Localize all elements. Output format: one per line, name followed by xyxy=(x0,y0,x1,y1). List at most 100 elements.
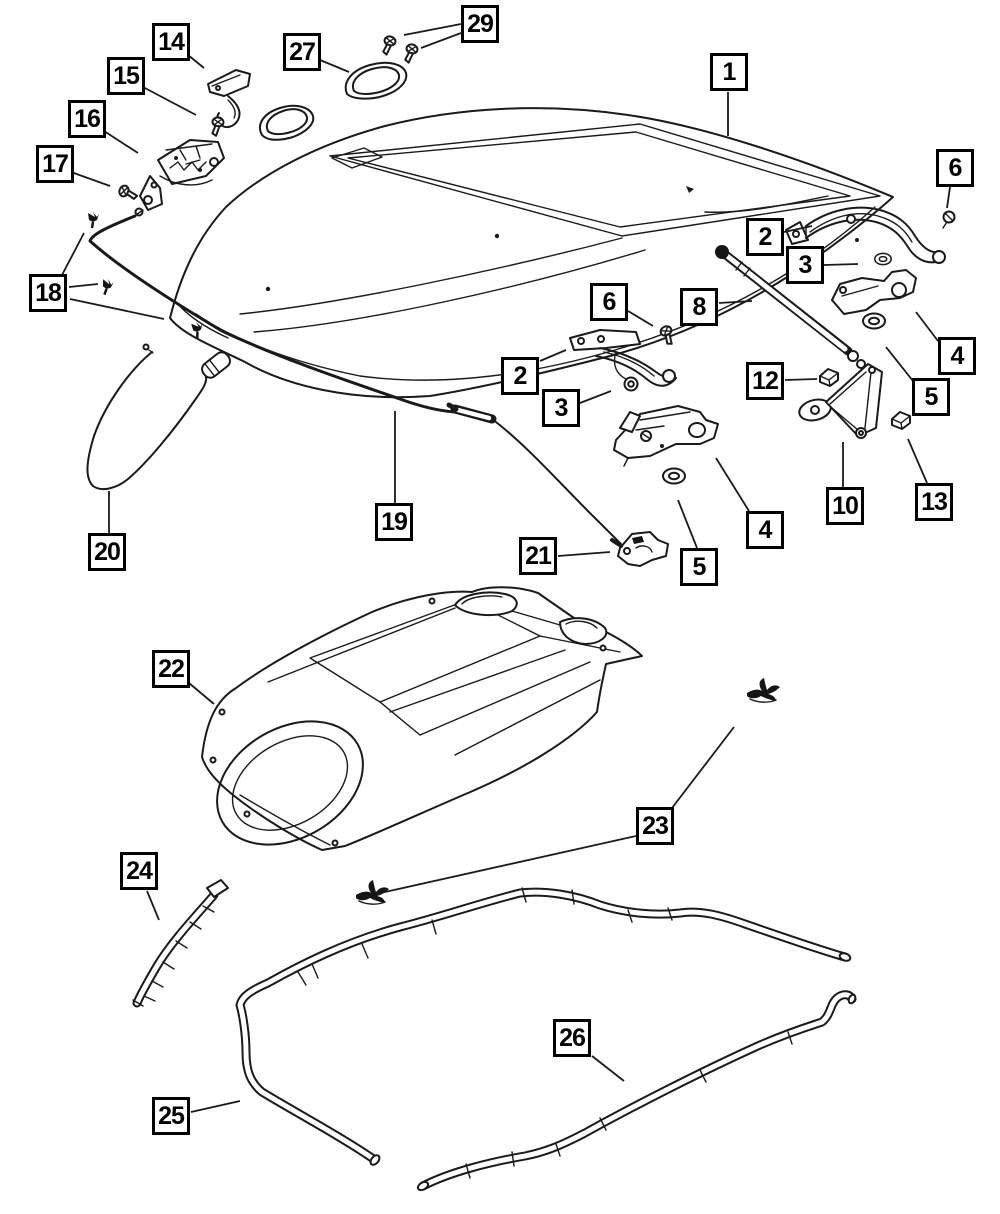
release-cable-drawing xyxy=(88,207,622,545)
callout-label: 22 xyxy=(158,654,185,683)
leader-line-15 xyxy=(142,86,197,116)
leader-line-17 xyxy=(70,171,111,187)
callout-label: 27 xyxy=(289,37,316,66)
hinge-washer-right-drawing xyxy=(874,252,892,266)
hood-scoop-small-drawing xyxy=(259,104,315,141)
gas-strut-drawing xyxy=(715,245,866,369)
callout-label: 23 xyxy=(642,811,669,840)
callout-label: 26 xyxy=(559,1023,586,1052)
leader-line-12 xyxy=(784,378,818,381)
callout-box-15[interactable]: 15 xyxy=(107,57,145,95)
leader-line-27 xyxy=(319,59,350,73)
bracket-nut-13-drawing xyxy=(891,411,911,430)
callout-box-3[interactable]: 3 xyxy=(786,246,824,284)
hood-hinge-right-drawing xyxy=(785,206,946,264)
leader-line-4 xyxy=(915,311,939,342)
callout-label: 4 xyxy=(758,515,773,544)
callout-box-10[interactable]: 10 xyxy=(826,487,864,525)
release-hook-drawing xyxy=(610,531,669,567)
callout-box-25[interactable]: 25 xyxy=(152,1097,190,1135)
callout-label: 4 xyxy=(950,341,965,370)
leader-line-6 xyxy=(946,186,951,209)
callout-box-19[interactable]: 19 xyxy=(375,503,413,541)
callout-label: 19 xyxy=(381,507,408,536)
callout-label: 14 xyxy=(158,27,185,56)
callout-box-2[interactable]: 2 xyxy=(501,357,539,395)
callout-label: 16 xyxy=(74,104,101,133)
striker-washer-drawing xyxy=(662,467,686,485)
latch-bolt-drawing xyxy=(116,183,141,202)
leader-line-3 xyxy=(579,390,612,404)
callout-box-5[interactable]: 5 xyxy=(912,378,950,416)
callout-box-3[interactable]: 3 xyxy=(542,389,580,427)
callout-label: 2 xyxy=(513,361,528,390)
leader-line-25 xyxy=(190,1100,241,1113)
callout-label: 5 xyxy=(924,382,939,411)
leader-line-23 xyxy=(671,726,735,809)
hood-hinge-left-drawing xyxy=(569,329,677,387)
leader-line-29 xyxy=(420,32,462,49)
callout-label: 6 xyxy=(602,287,617,316)
callout-label: 18 xyxy=(35,278,62,307)
callout-label: 6 xyxy=(948,153,963,182)
cable-clip-1-drawing xyxy=(86,210,101,230)
callout-box-18[interactable]: 18 xyxy=(29,274,67,312)
callout-box-20[interactable]: 20 xyxy=(88,533,126,571)
leader-line-18 xyxy=(61,232,85,276)
callout-box-6[interactable]: 6 xyxy=(936,149,974,187)
hinge-bracket-right-drawing xyxy=(831,269,917,315)
callout-box-21[interactable]: 21 xyxy=(519,537,557,575)
callout-label: 8 xyxy=(692,292,707,321)
callout-label: 20 xyxy=(94,537,121,566)
front-weatherstrip-drawing xyxy=(416,990,857,1192)
callout-label: 15 xyxy=(113,61,140,90)
hinge-nut-right-drawing xyxy=(942,210,956,229)
fender-seal-drawing xyxy=(132,879,229,1008)
callout-label: 24 xyxy=(126,856,153,885)
callout-box-12[interactable]: 12 xyxy=(746,362,784,400)
callout-box-4[interactable]: 4 xyxy=(938,337,976,375)
callout-box-8[interactable]: 8 xyxy=(680,288,718,326)
callout-box-4[interactable]: 4 xyxy=(746,511,784,549)
callout-box-27[interactable]: 27 xyxy=(283,33,321,71)
pad-clip-right-drawing xyxy=(746,677,781,703)
callout-label: 5 xyxy=(692,552,707,581)
leader-line-29 xyxy=(403,23,462,36)
leader-lines xyxy=(61,23,951,1113)
callout-box-14[interactable]: 14 xyxy=(152,23,190,61)
leader-line-2 xyxy=(783,225,813,233)
scoop-screw-1-drawing xyxy=(380,34,398,57)
hinge-nut-left-drawing xyxy=(623,376,639,392)
scoop-screw-2-drawing xyxy=(402,42,420,65)
leader-line-6 xyxy=(627,310,654,327)
callout-box-16[interactable]: 16 xyxy=(68,100,106,138)
leader-line-16 xyxy=(103,130,139,154)
callout-box-22[interactable]: 22 xyxy=(152,650,190,688)
callout-label: 12 xyxy=(752,366,779,395)
hinge-washer-lower-right-drawing xyxy=(862,312,886,330)
callout-label: 10 xyxy=(832,491,859,520)
leader-line-21 xyxy=(557,551,611,557)
cowl-weatherstrip-drawing xyxy=(235,887,852,1166)
callout-box-23[interactable]: 23 xyxy=(636,807,674,845)
cowl-bracket-drawing xyxy=(798,363,883,439)
callout-box-1[interactable]: 1 xyxy=(710,53,748,91)
callout-box-13[interactable]: 13 xyxy=(915,483,953,521)
hood-scoop-large-drawing xyxy=(344,61,408,100)
leader-line-4 xyxy=(715,457,750,512)
callout-box-29[interactable]: 29 xyxy=(461,5,499,43)
leader-line-18 xyxy=(69,298,165,320)
callout-box-5[interactable]: 5 xyxy=(680,548,718,586)
callout-box-24[interactable]: 24 xyxy=(120,852,158,890)
callout-box-17[interactable]: 17 xyxy=(36,145,74,183)
callout-box-6[interactable]: 6 xyxy=(590,283,628,321)
leader-line-14 xyxy=(187,54,205,69)
bracket-nut-12-drawing xyxy=(819,368,839,387)
callout-box-26[interactable]: 26 xyxy=(553,1019,591,1057)
leader-line-2 xyxy=(539,349,567,362)
callout-box-2[interactable]: 2 xyxy=(746,218,784,256)
callout-label: 17 xyxy=(42,149,69,178)
aux-cable-handle-drawing xyxy=(86,343,231,491)
callout-label: 13 xyxy=(921,487,948,516)
